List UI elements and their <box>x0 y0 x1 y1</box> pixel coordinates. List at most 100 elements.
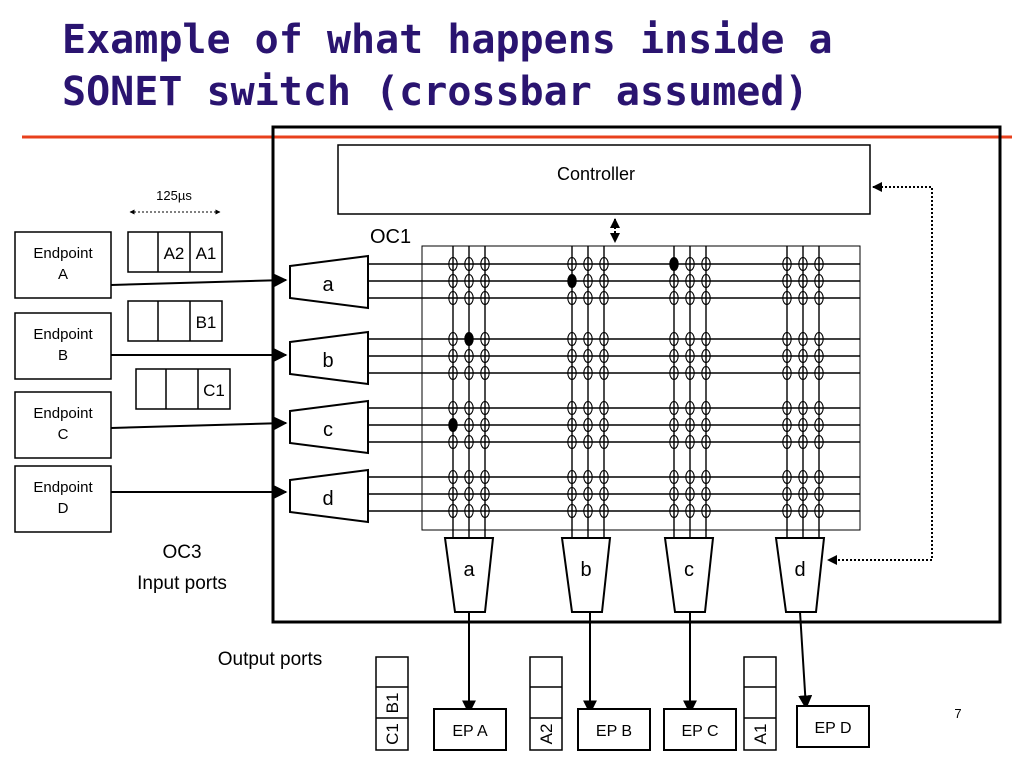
crossbar-crosspoint <box>814 400 824 416</box>
input-frame-a: A2 A1 <box>127 231 223 273</box>
crossbar-crosspoint <box>814 434 824 450</box>
crossbar-crosspoint <box>701 348 711 364</box>
crossbar-crosspoint <box>583 417 593 433</box>
crossbar-crosspoint <box>583 331 593 347</box>
output-endpoint-c: EP C <box>663 708 737 751</box>
demux-b-label: b <box>322 350 333 372</box>
crossbar-crosspoint <box>480 290 490 306</box>
crossbar-connection-closed <box>464 331 474 347</box>
page-number: 7 <box>954 706 961 721</box>
output-ports-label: Output ports <box>218 649 323 670</box>
crossbar-connection-closed <box>669 256 679 272</box>
crossbar-crosspoint <box>782 400 792 416</box>
crossbar-crosspoint <box>782 256 792 272</box>
crossbar-crosspoint <box>782 469 792 485</box>
crossbar-crosspoint <box>567 417 577 433</box>
crossbar-crosspoint <box>480 400 490 416</box>
crossbar-crosspoint <box>814 486 824 502</box>
slide-title: Example of what happens inside a SONET s… <box>62 14 962 118</box>
crossbar-crosspoint <box>599 273 609 289</box>
endpoint-c-line1: Endpoint <box>33 405 93 422</box>
crossbar-crosspoint <box>669 331 679 347</box>
crossbar-crosspoint <box>685 434 695 450</box>
demux-c-label: c <box>323 419 333 441</box>
crossbar-crosspoint <box>798 365 808 381</box>
mux-a: a <box>443 537 495 613</box>
controller-box <box>337 144 871 215</box>
crossbar-crosspoint <box>685 365 695 381</box>
crossbar-crosspoint <box>583 348 593 364</box>
crossbar-crosspoint <box>599 486 609 502</box>
slide-title-line-2: SONET switch (crossbar assumed) <box>62 69 809 115</box>
crossbar-crosspoint <box>583 400 593 416</box>
crossbar-crosspoint <box>701 503 711 519</box>
crossbar-crosspoint <box>464 290 474 306</box>
crossbar-crosspoint <box>448 365 458 381</box>
crossbar-crosspoint <box>685 331 695 347</box>
crossbar-crosspoint <box>464 469 474 485</box>
crossbar-crosspoint <box>798 348 808 364</box>
crossbar-crosspoint <box>701 365 711 381</box>
crossbar-connection-closed <box>567 273 577 289</box>
crossbar-crosspoint <box>567 365 577 381</box>
crossbar-crosspoint <box>685 503 695 519</box>
crossbar-crosspoint <box>599 434 609 450</box>
mux-c-label: c <box>684 559 694 581</box>
output-frame-c: A1 <box>743 656 777 751</box>
crossbar-crosspoint <box>464 434 474 450</box>
crossbar-crosspoint <box>599 469 609 485</box>
crossbar-crosspoint <box>814 469 824 485</box>
crossbar-crosspoint <box>480 256 490 272</box>
crossbar-crosspoint <box>567 469 577 485</box>
link-endpoint-c <box>110 416 288 431</box>
crossbar-crosspoint <box>814 256 824 272</box>
crossbar-crosspoint <box>798 417 808 433</box>
input-frame-a-slot-3: A1 <box>196 244 217 263</box>
crossbar-crosspoint <box>567 290 577 306</box>
crossbar-crosspoint <box>583 469 593 485</box>
crossbar-crosspoint <box>567 434 577 450</box>
crossbar-crosspoint <box>464 365 474 381</box>
crossbar-crosspoint <box>669 503 679 519</box>
crossbar-crosspoint <box>448 273 458 289</box>
crossbar <box>368 246 860 538</box>
crossbar-crosspoint <box>480 503 490 519</box>
demux-a: a <box>289 254 369 310</box>
crossbar-crosspoint <box>798 256 808 272</box>
mux-d: d <box>774 537 826 613</box>
output-endpoint-b-label: EP B <box>596 723 632 740</box>
crossbar-crosspoint <box>814 417 824 433</box>
crossbar-crosspoint <box>669 273 679 289</box>
crossbar-crosspoint <box>583 256 593 272</box>
crossbar-crosspoint <box>583 290 593 306</box>
crossbar-crosspoint <box>798 273 808 289</box>
crossbar-crosspoint <box>464 486 474 502</box>
crossbar-crosspoint <box>448 469 458 485</box>
input-frame-b: B1 <box>127 300 223 342</box>
endpoint-a: Endpoint A <box>14 231 112 299</box>
output-endpoint-d-label: EP D <box>814 720 851 737</box>
crossbar-crosspoint <box>599 256 609 272</box>
crossbar-crosspoint <box>701 400 711 416</box>
crossbar-crosspoint <box>567 486 577 502</box>
demux-c: c <box>289 399 369 455</box>
switch-enclosure <box>271 125 1002 624</box>
crossbar-crosspoint <box>567 503 577 519</box>
output-endpoint-a: EP A <box>433 708 507 751</box>
endpoint-c: Endpoint C <box>14 391 112 459</box>
crossbar-crosspoint <box>464 348 474 364</box>
crossbar-crosspoint <box>798 486 808 502</box>
crossbar-crosspoint <box>701 434 711 450</box>
crossbar-crosspoint <box>814 365 824 381</box>
crossbar-crosspoint <box>685 417 695 433</box>
slide-title-line-1: Example of what happens inside a <box>62 17 833 63</box>
crossbar-crosspoint <box>701 290 711 306</box>
crossbar-crosspoint <box>480 273 490 289</box>
crossbar-crosspoint <box>669 365 679 381</box>
input-ports-label: Input ports <box>137 573 227 594</box>
crossbar-crosspoint <box>583 434 593 450</box>
input-frame-b-slot-3: B1 <box>196 313 217 332</box>
crossbar-frame <box>421 245 861 531</box>
crossbar-crosspoint <box>464 417 474 433</box>
controller-label: Controller <box>557 164 635 184</box>
